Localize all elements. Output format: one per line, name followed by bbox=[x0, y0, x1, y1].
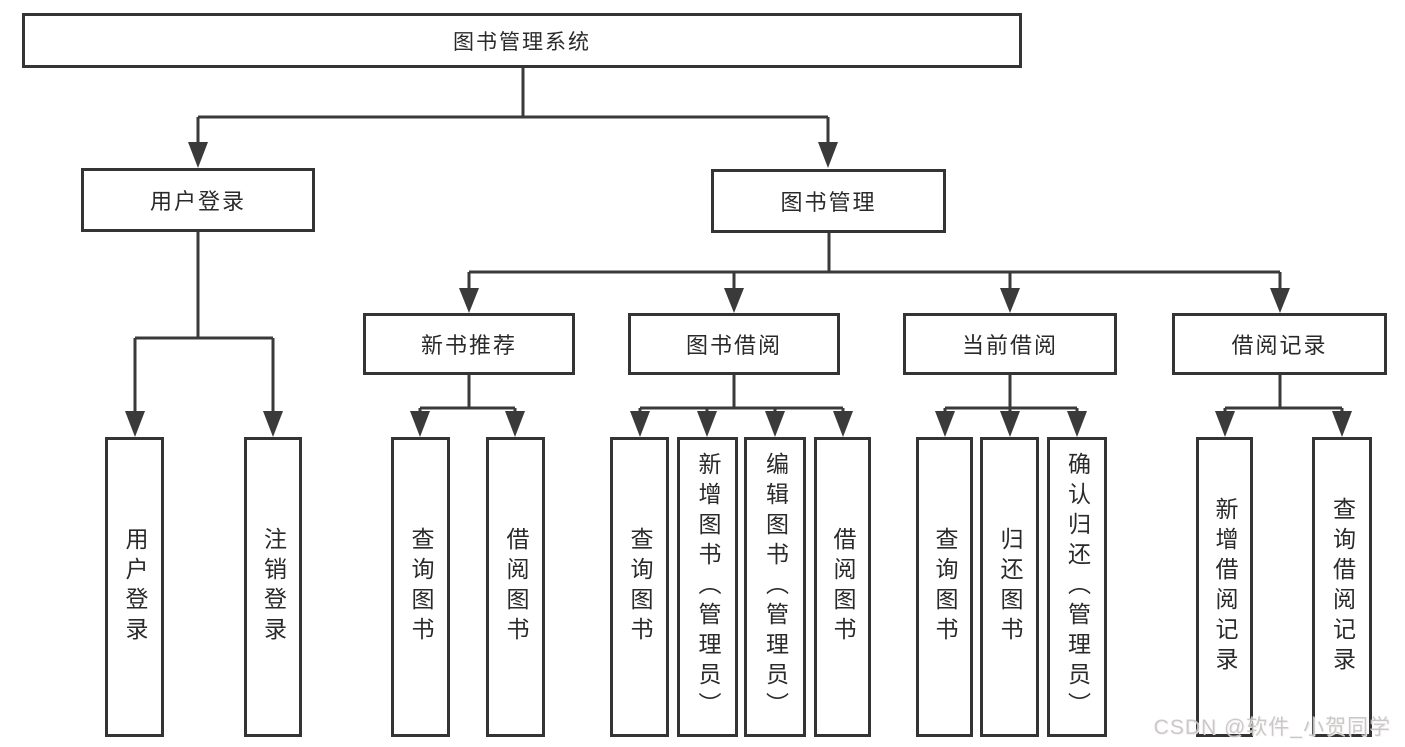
leaf-confirm-return-admin-label: 确认归还（管理员） bbox=[1064, 452, 1091, 722]
node-book-management: 图书管理 bbox=[711, 169, 946, 233]
node-current-borrow-label: 当前借阅 bbox=[961, 333, 1058, 358]
node-book-management-label: 图书管理 bbox=[780, 190, 877, 215]
node-borrow-record: 借阅记录 bbox=[1172, 313, 1387, 375]
node-book-borrow: 图书借阅 bbox=[628, 313, 840, 375]
leaf-query-book-2-label: 查询图书 bbox=[627, 527, 653, 647]
leaf-edit-book-admin-label: 编辑图书（管理员） bbox=[762, 452, 789, 722]
leaf-add-borrow-record-label: 新增借阅记录 bbox=[1212, 497, 1238, 677]
leaf-return-book: 归还图书 bbox=[980, 437, 1039, 737]
leaf-query-book-1-label: 查询图书 bbox=[408, 527, 434, 647]
leaf-user-login: 用户登录 bbox=[105, 437, 164, 737]
node-user-login: 用户登录 bbox=[81, 168, 315, 232]
leaf-borrow-book-1: 借阅图书 bbox=[486, 437, 545, 737]
leaf-query-book-2: 查询图书 bbox=[610, 437, 669, 737]
node-book-borrow-label: 图书借阅 bbox=[685, 333, 782, 358]
leaf-edit-book-admin: 编辑图书（管理员） bbox=[744, 437, 806, 737]
node-root-label: 图书管理系统 bbox=[453, 30, 591, 54]
node-borrow-record-label: 借阅记录 bbox=[1231, 333, 1328, 358]
leaf-logout: 注销登录 bbox=[244, 437, 302, 737]
node-new-book-recommend-label: 新书推荐 bbox=[420, 333, 517, 358]
leaf-return-book-label: 归还图书 bbox=[997, 527, 1023, 647]
node-root: 图书管理系统 bbox=[22, 13, 1022, 68]
leaf-add-borrow-record: 新增借阅记录 bbox=[1196, 437, 1253, 737]
leaf-add-book-admin-label: 新增图书（管理员） bbox=[695, 452, 721, 722]
leaf-borrow-book-1-label: 借阅图书 bbox=[503, 527, 529, 647]
leaf-borrow-book-2: 借阅图书 bbox=[814, 437, 871, 737]
node-user-login-label: 用户登录 bbox=[149, 189, 246, 214]
leaf-query-book-3-label: 查询图书 bbox=[932, 527, 958, 647]
leaf-borrow-book-2-label: 借阅图书 bbox=[830, 527, 856, 647]
node-current-borrow: 当前借阅 bbox=[903, 313, 1117, 375]
leaf-confirm-return-admin: 确认归还（管理员） bbox=[1047, 437, 1107, 737]
leaf-query-borrow-record: 查询借阅记录 bbox=[1312, 437, 1372, 737]
leaf-logout-label: 注销登录 bbox=[260, 527, 287, 647]
node-new-book-recommend: 新书推荐 bbox=[363, 313, 575, 375]
leaf-query-book-3: 查询图书 bbox=[916, 437, 973, 737]
leaf-user-login-label: 用户登录 bbox=[122, 527, 148, 647]
csdn-watermark: CSDN @软件_小贺同学 bbox=[1153, 716, 1391, 739]
leaf-add-book-admin: 新增图书（管理员） bbox=[677, 437, 738, 737]
leaf-query-borrow-record-label: 查询借阅记录 bbox=[1329, 497, 1356, 677]
leaf-query-book-1: 查询图书 bbox=[391, 437, 450, 737]
